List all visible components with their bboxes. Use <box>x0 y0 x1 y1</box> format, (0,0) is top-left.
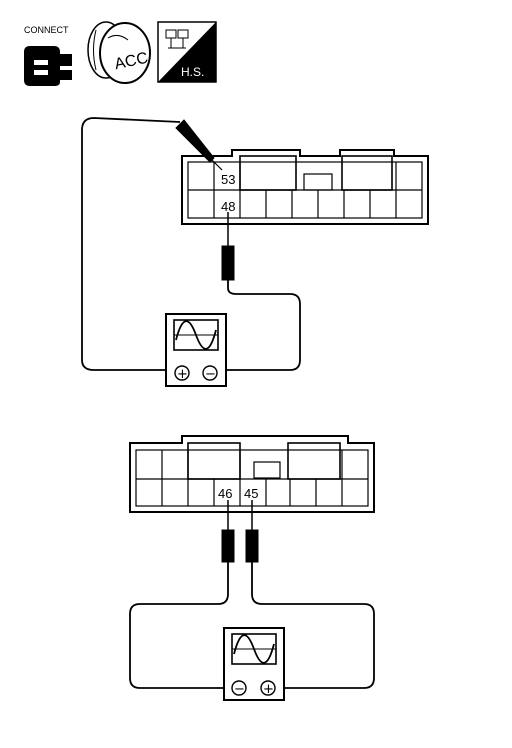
acc-label: ACC <box>113 50 150 74</box>
bottom-probe-lead-minus <box>129 562 229 689</box>
bottom-oscilloscope-icon <box>223 627 285 701</box>
bottom-connector-housing <box>129 435 375 513</box>
top-meter-minus: − <box>205 367 216 382</box>
terminal-45-label: 45 <box>244 486 258 501</box>
bottom-probe-tip-plus <box>245 529 259 563</box>
top-probe-lead-minus <box>226 280 301 371</box>
terminal-48-label: 48 <box>221 199 235 214</box>
connect-label: CONNECT <box>24 25 69 35</box>
bottom-meter-plus: + <box>263 682 274 697</box>
ignition-key-acc-icon: ACC <box>87 21 151 84</box>
connector-connect-icon <box>24 46 72 86</box>
bottom-diagram <box>129 435 375 701</box>
terminal-53-label: 53 <box>221 172 235 187</box>
bottom-meter-minus: − <box>234 682 245 697</box>
harness-side-icon: H.S. <box>157 21 217 83</box>
top-meter-plus: + <box>177 367 188 382</box>
top-probe-tip-plus <box>175 119 215 163</box>
hs-label: H.S. <box>181 65 204 79</box>
top-diagram <box>81 117 429 387</box>
bottom-probe-lead-plus <box>251 562 375 689</box>
terminal-46-label: 46 <box>218 486 232 501</box>
top-probe-tip-minus <box>221 245 235 281</box>
top-probe-lead-plus <box>81 117 181 371</box>
top-connector-housing <box>181 149 429 225</box>
top-oscilloscope-icon <box>165 313 227 387</box>
bottom-probe-tip-minus <box>221 529 235 563</box>
connect-icon-group: CONNECT <box>24 25 72 86</box>
